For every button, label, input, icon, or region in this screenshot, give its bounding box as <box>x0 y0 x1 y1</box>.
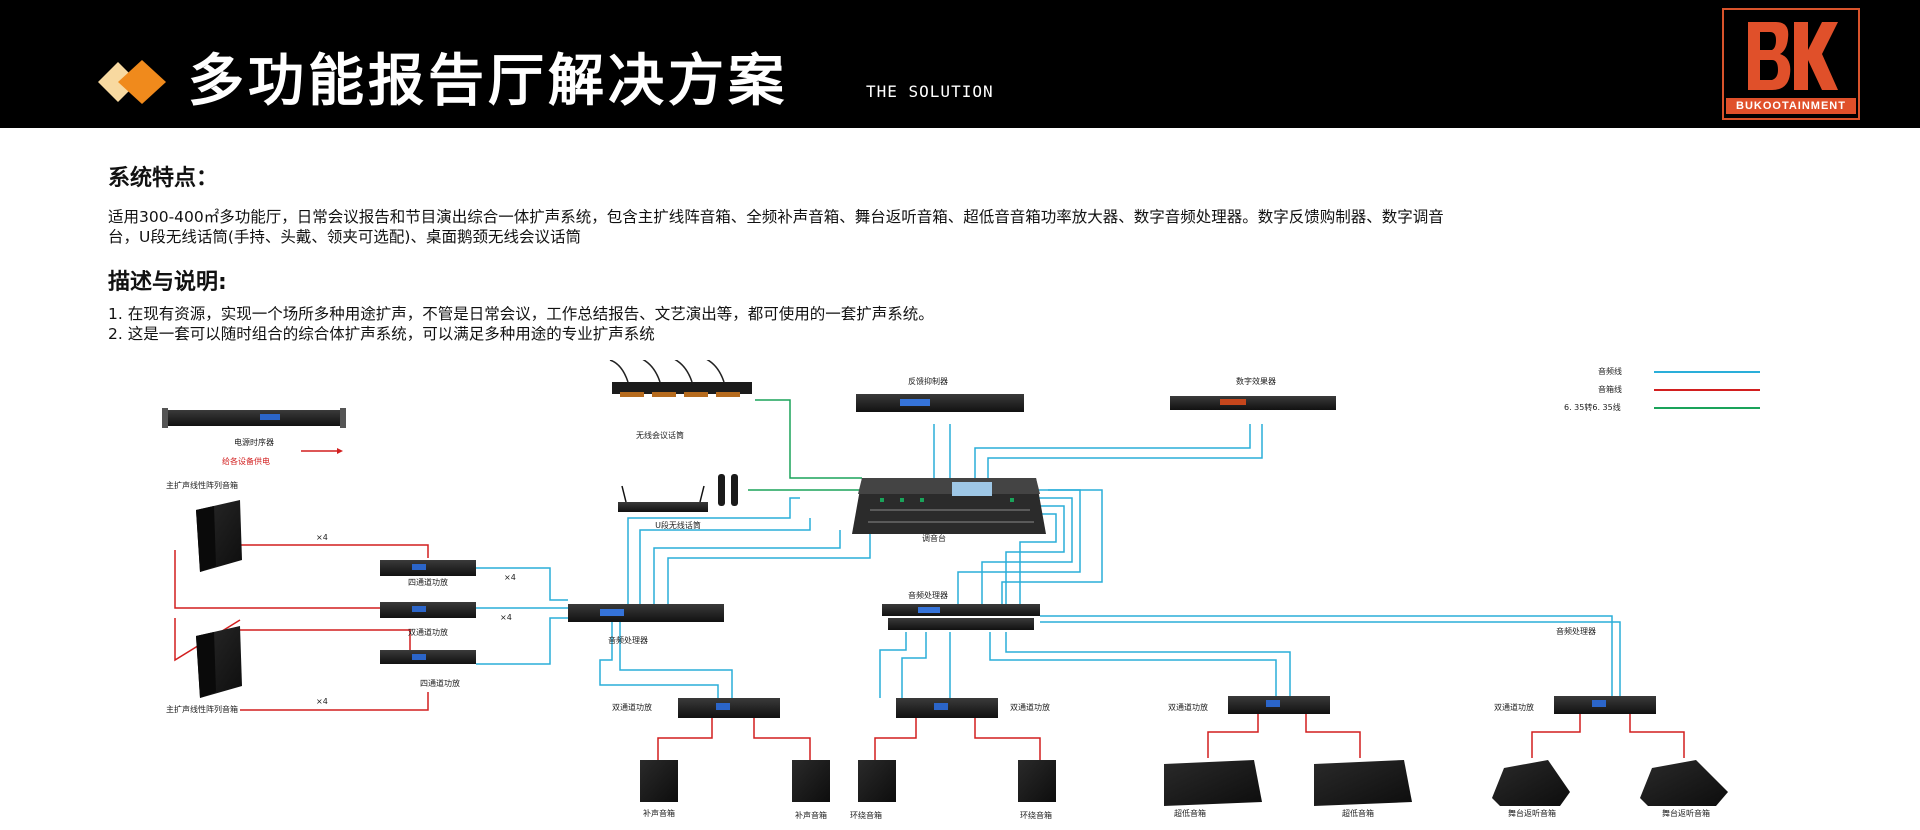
svg-text:补声音箱: 补声音箱 <box>795 810 827 820</box>
svg-text:数字效果器: 数字效果器 <box>1236 376 1276 386</box>
amp-2ch-mid: 双通道功放 <box>380 602 476 637</box>
power-note-label: 给各设备供电 <box>222 456 270 466</box>
multiplier-label: ×4 <box>316 697 328 706</box>
logo-wordmark: BUKOOTAINMENT <box>1726 98 1856 114</box>
svg-text:音频处理器: 音频处理器 <box>908 590 948 600</box>
power-sequencer: 电源时序器 给各设备供电 <box>162 408 346 466</box>
stage-monitor-1: 舞台返听音箱 <box>1492 760 1570 818</box>
svg-text:反馈抑制器: 反馈抑制器 <box>908 376 948 386</box>
wireless-conference-mic: 无线会议话筒 <box>609 360 752 440</box>
multiplier-label: ×4 <box>500 613 512 622</box>
subwoofer-2: 超低音箱 <box>1314 760 1412 818</box>
page-title: 多功能报告厅解决方案 <box>188 49 788 114</box>
svg-text:U段无线话筒: U段无线话筒 <box>655 520 701 530</box>
amp-bottom-2: 双通道功放 <box>896 698 1050 718</box>
svg-text:超低音箱: 超低音箱 <box>1174 808 1206 818</box>
fill-speaker-1: 补声音箱 <box>640 760 678 818</box>
amp-bottom-3: 双通道功放 <box>1168 696 1330 714</box>
svg-text:双通道功放: 双通道功放 <box>1494 702 1534 712</box>
system-diagram: 电源时序器 给各设备供电 主扩声线性阵列音箱 主扩声线性阵列音箱 ×4 ×4 ×… <box>162 360 1760 820</box>
svg-text:调音台: 调音台 <box>922 533 946 543</box>
main-speaker-top: 主扩声线性阵列音箱 <box>166 480 242 572</box>
svg-text:无线会议话筒: 无线会议话筒 <box>636 430 684 440</box>
svg-text:四通道功放: 四通道功放 <box>408 577 448 587</box>
amp-4ch-bottom: 四通道功放 <box>380 650 476 688</box>
subwoofer-1: 超低音箱 <box>1164 760 1262 818</box>
audio-processor-left: 音频处理器 <box>568 604 724 645</box>
legend-label: 音频线 <box>1598 366 1622 376</box>
header-bar: 多功能报告厅解决方案 THE SOLUTION BUKOOTAINMENT <box>0 0 1920 128</box>
feedback-suppressor: 反馈抑制器 <box>856 376 1024 412</box>
fill-speaker-2: 补声音箱 <box>792 760 830 820</box>
description-item-2: 2. 这是一套可以随时组合的综合体扩声系统，可以满足多种用途的专业扩声系统 <box>108 325 655 343</box>
uhf-wireless-mic: U段无线话筒 <box>618 474 738 530</box>
multiplier-label: ×4 <box>504 573 516 582</box>
svg-text:舞台返听音箱: 舞台返听音箱 <box>1508 808 1556 818</box>
svg-text:双通道功放: 双通道功放 <box>408 627 448 637</box>
page-subtitle: THE SOLUTION <box>866 82 994 101</box>
arrow-icon <box>337 448 343 454</box>
diamond-title-icon <box>98 60 166 104</box>
audio-processor-center: 音频处理器 <box>882 590 1040 630</box>
svg-text:环绕音箱: 环绕音箱 <box>1020 810 1052 820</box>
svg-text:双通道功放: 双通道功放 <box>612 702 652 712</box>
cables-green <box>748 399 862 491</box>
svg-text:双通道功放: 双通道功放 <box>1168 702 1208 712</box>
legend: 音频线 音箱线 6. 35转6. 35线 <box>1564 366 1760 412</box>
section-heading-description: 描述与说明: <box>108 270 227 295</box>
section-heading-features: 系统特点： <box>108 166 219 191</box>
mixing-console: 调音台 <box>852 478 1046 543</box>
svg-text:补声音箱: 补声音箱 <box>643 808 675 818</box>
amp-bottom-4: 双通道功放 <box>1494 696 1656 714</box>
features-line-2: 台，U段无线话筒(手持、头戴、领夹可选配)、桌面鹅颈无线会议话筒 <box>108 228 581 246</box>
svg-text:双通道功放: 双通道功放 <box>1010 702 1050 712</box>
amp-bottom-1: 双通道功放 <box>612 698 780 718</box>
svg-text:舞台返听音箱: 舞台返听音箱 <box>1662 808 1710 818</box>
digital-effects-unit: 数字效果器 <box>1170 376 1336 410</box>
multiplier-label: ×4 <box>316 533 328 542</box>
svg-text:音频处理器: 音频处理器 <box>608 635 648 645</box>
cables-blue <box>476 424 1621 698</box>
svg-text:主扩声线性阵列音箱: 主扩声线性阵列音箱 <box>166 704 238 714</box>
features-line-1: 适用300-400㎡多功能厅，日常会议报告和节目演出综合一体扩声系统，包含主扩线… <box>108 208 1444 226</box>
surround-speaker-1: 环绕音箱 <box>850 760 896 820</box>
svg-text:主扩声线性阵列音箱: 主扩声线性阵列音箱 <box>166 480 238 490</box>
legend-label: 6. 35转6. 35线 <box>1564 402 1621 412</box>
amp-4ch-top: 四通道功放 <box>380 560 476 587</box>
description-item-1: 1. 在现有资源，实现一个场所多种用途扩声，不管是日常会议，工作总结报告、文艺演… <box>108 305 934 323</box>
bk-logo: BUKOOTAINMENT <box>1722 8 1860 120</box>
stage-monitor-2: 舞台返听音箱 <box>1640 760 1728 818</box>
power-sequencer-label: 电源时序器 <box>234 437 274 447</box>
bk-logo-mark <box>1748 22 1838 90</box>
svg-text:四通道功放: 四通道功放 <box>420 678 460 688</box>
svg-text:环绕音箱: 环绕音箱 <box>850 810 882 820</box>
legend-label: 音箱线 <box>1598 384 1622 394</box>
surround-speaker-2: 环绕音箱 <box>1018 760 1056 820</box>
svg-text:超低音箱: 超低音箱 <box>1342 808 1374 818</box>
main-speaker-bottom: 主扩声线性阵列音箱 <box>166 626 242 714</box>
audio-processor-right-label: 音频处理器 <box>1556 626 1596 636</box>
